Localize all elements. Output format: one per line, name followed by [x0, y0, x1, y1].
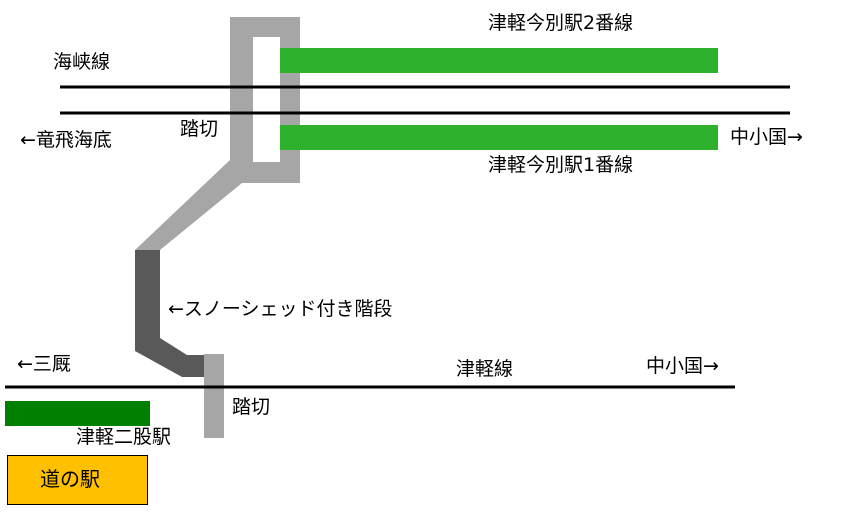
futamata-platform: [5, 401, 150, 426]
label-platform-2: 津軽今別駅2番線: [488, 12, 634, 34]
label-to-tappi: ←竜飛海底: [20, 129, 112, 151]
label-crossing-bottom: 踏切: [232, 396, 271, 418]
walkway-loop-inner: [253, 37, 280, 162]
platform-2: [280, 48, 718, 73]
label-kaikyo-line: 海峡線: [53, 51, 111, 73]
platform-1: [280, 125, 718, 150]
label-platform-1: 津軽今別駅1番線: [488, 154, 634, 176]
label-to-minmaya: ←三厩: [17, 353, 71, 375]
snowshed-stairs: [135, 250, 205, 377]
label-tsugaru-line: 津軽線: [456, 358, 514, 380]
label-futamata-station: 津軽二股駅: [76, 426, 172, 448]
label-crossing-top: 踏切: [180, 118, 219, 140]
michi-no-eki-box: [7, 455, 148, 505]
label-to-nakaoguni-bottom: 中小国→: [646, 355, 719, 377]
walkway-crossing-bottom: [204, 354, 224, 438]
label-michi-no-eki: 道の駅: [40, 467, 100, 491]
label-to-nakaoguni-top: 中小国→: [730, 126, 803, 148]
label-snowshed-stairs: ←スノーシェッド付き階段: [168, 298, 393, 320]
walkway-diagonal: [135, 160, 253, 250]
